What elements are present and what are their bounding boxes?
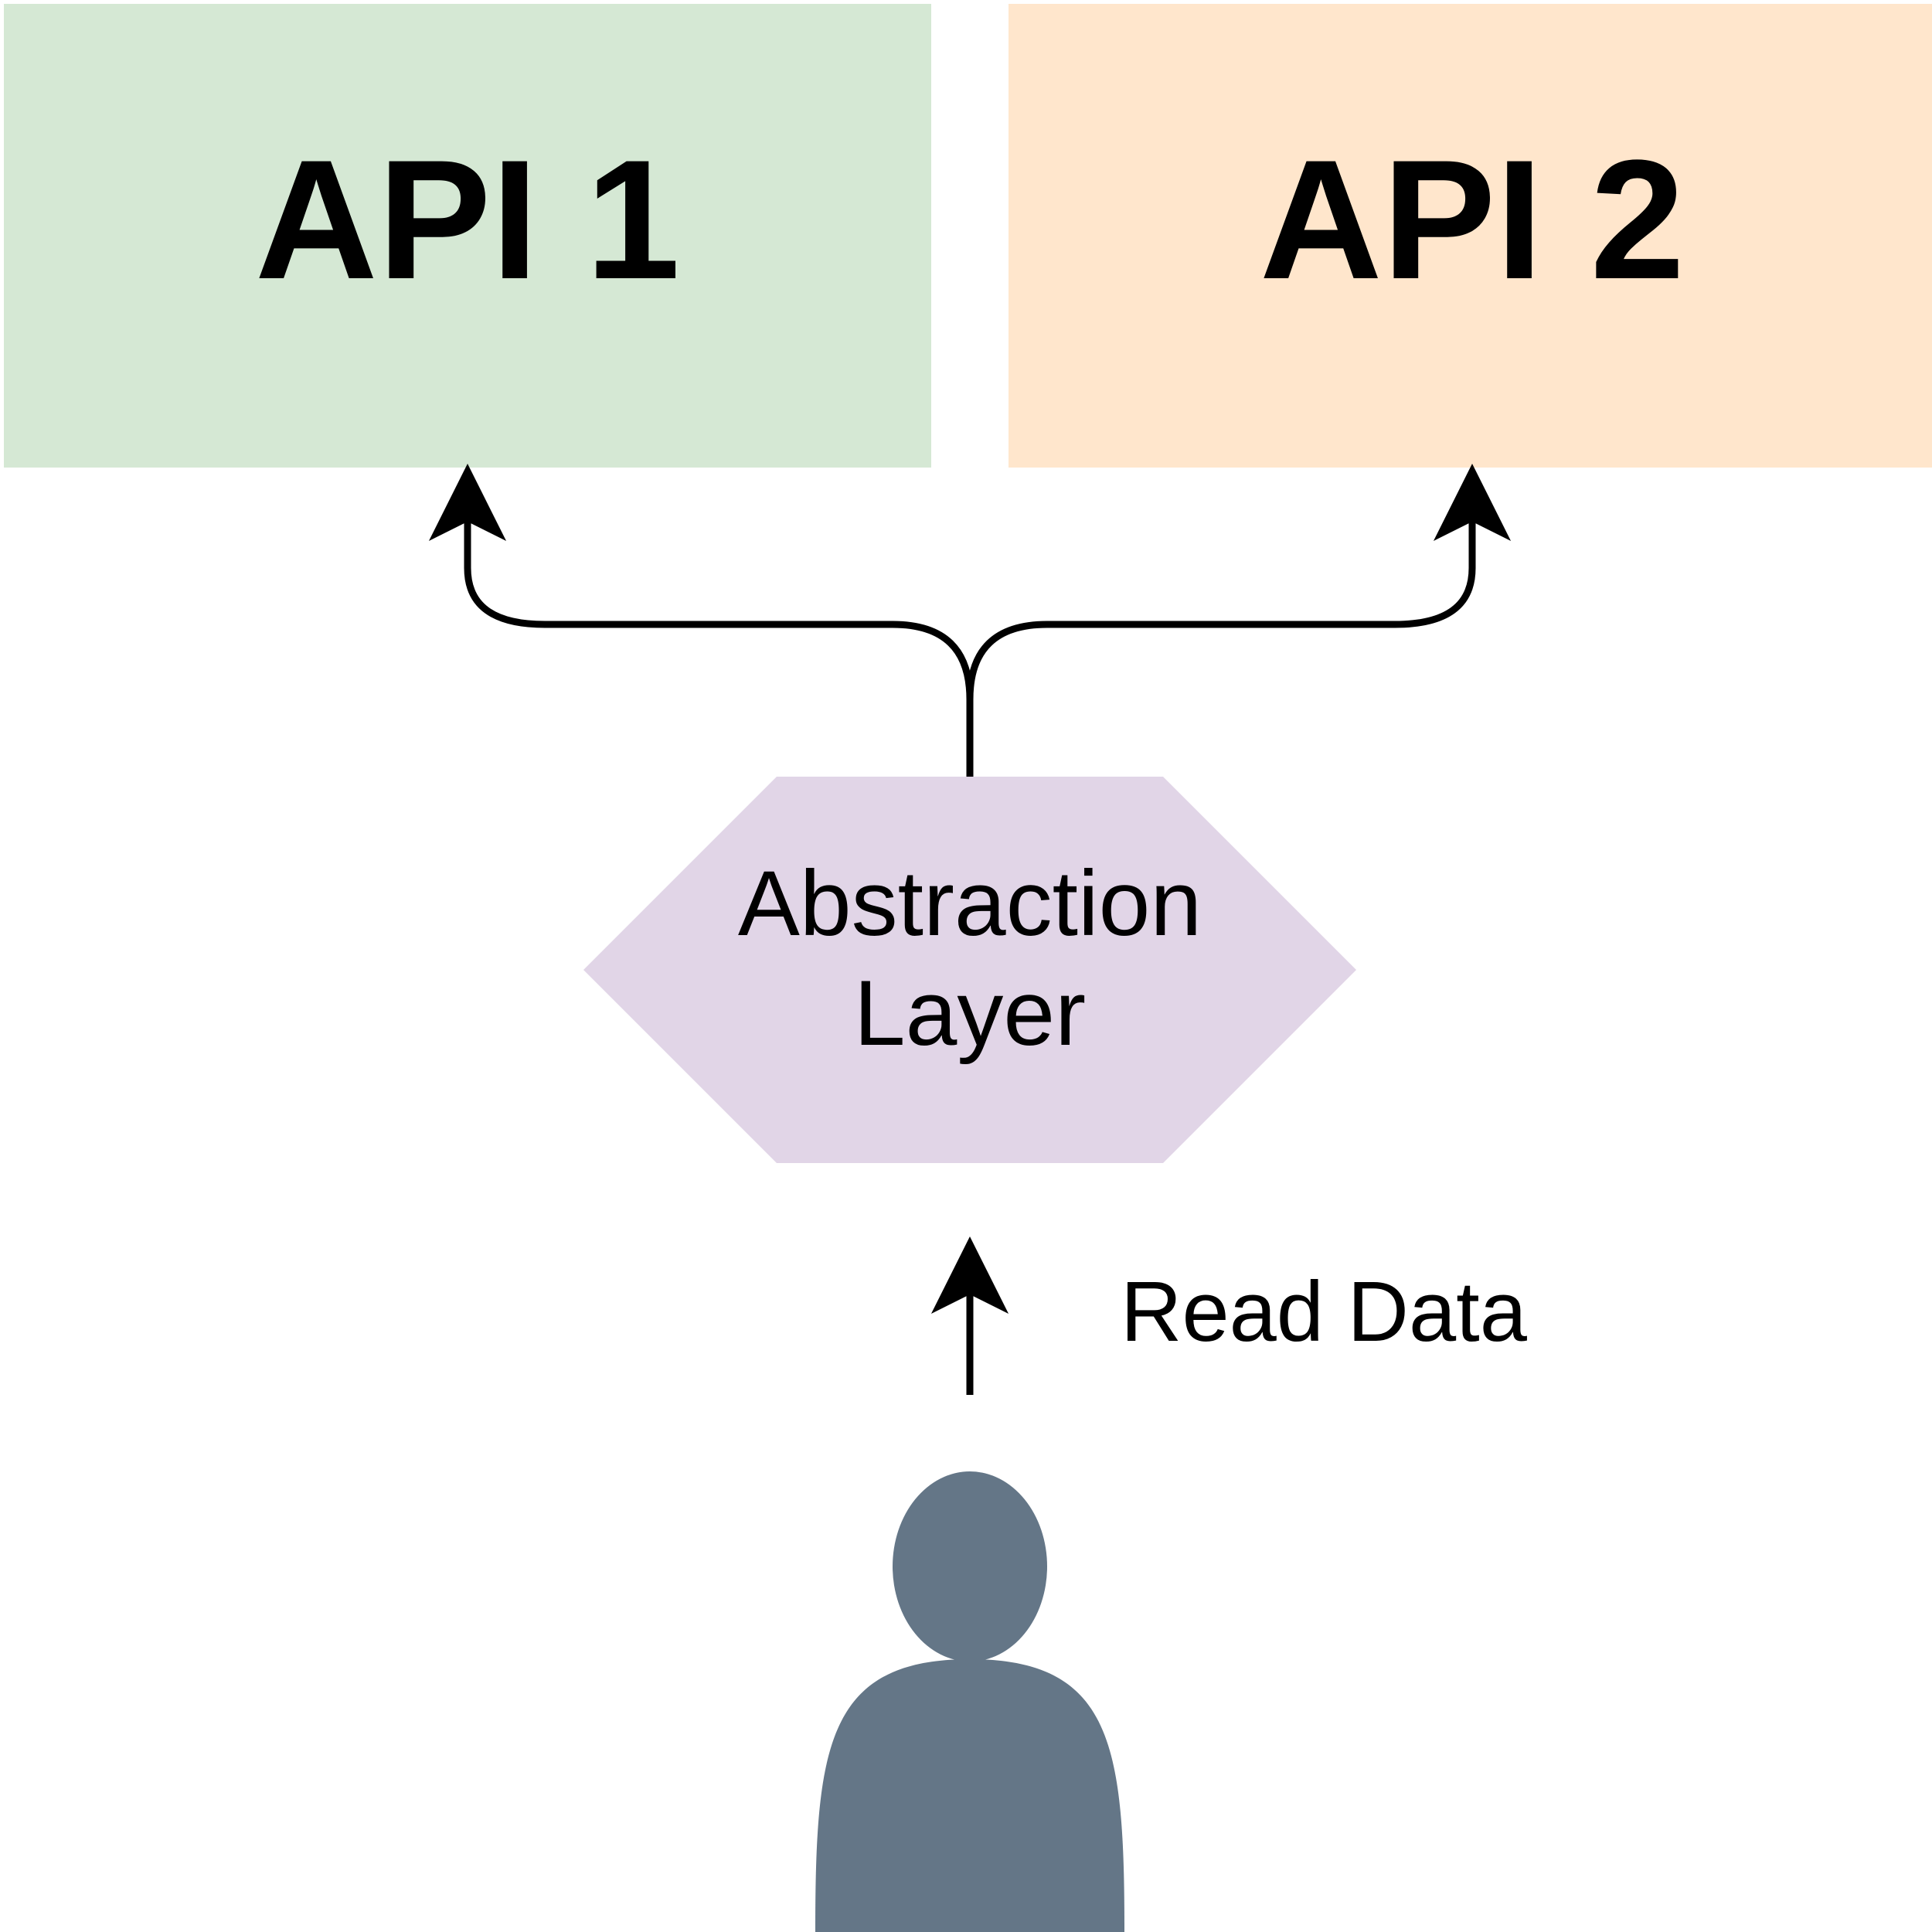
user-head (893, 1471, 1047, 1662)
api1-box (4, 4, 931, 468)
api1-node[interactable]: API 1 (4, 4, 931, 468)
edge-abstraction-to-api2-line (966, 510, 1476, 777)
abstraction-layer-label-line2: Layer (854, 961, 1086, 1065)
api2-node[interactable]: API 2 (1009, 4, 1932, 468)
api1-label: API 1 (255, 124, 680, 315)
edge-abstraction-to-api1-line (464, 510, 974, 777)
edge-abstraction-to-api1 (428, 463, 974, 777)
edge-user-to-abstraction: Read Data (930, 1236, 1528, 1395)
read-data-label: Read Data (1121, 1264, 1528, 1359)
abstraction-layer-label-line1: Abstraction (738, 852, 1202, 955)
arrowhead-up-icon (1433, 463, 1512, 542)
arrowhead-up-icon (930, 1236, 1009, 1315)
api2-box (1009, 4, 1932, 468)
abstraction-layer-hexagon (583, 777, 1356, 1163)
user-body (815, 1659, 1124, 1932)
user-icon[interactable] (815, 1471, 1124, 1932)
abstraction-layer-node[interactable]: Abstraction Layer (583, 777, 1356, 1163)
arrowhead-up-icon (428, 463, 507, 542)
edge-abstraction-to-api2 (966, 463, 1512, 777)
api2-label: API 2 (1260, 124, 1685, 315)
